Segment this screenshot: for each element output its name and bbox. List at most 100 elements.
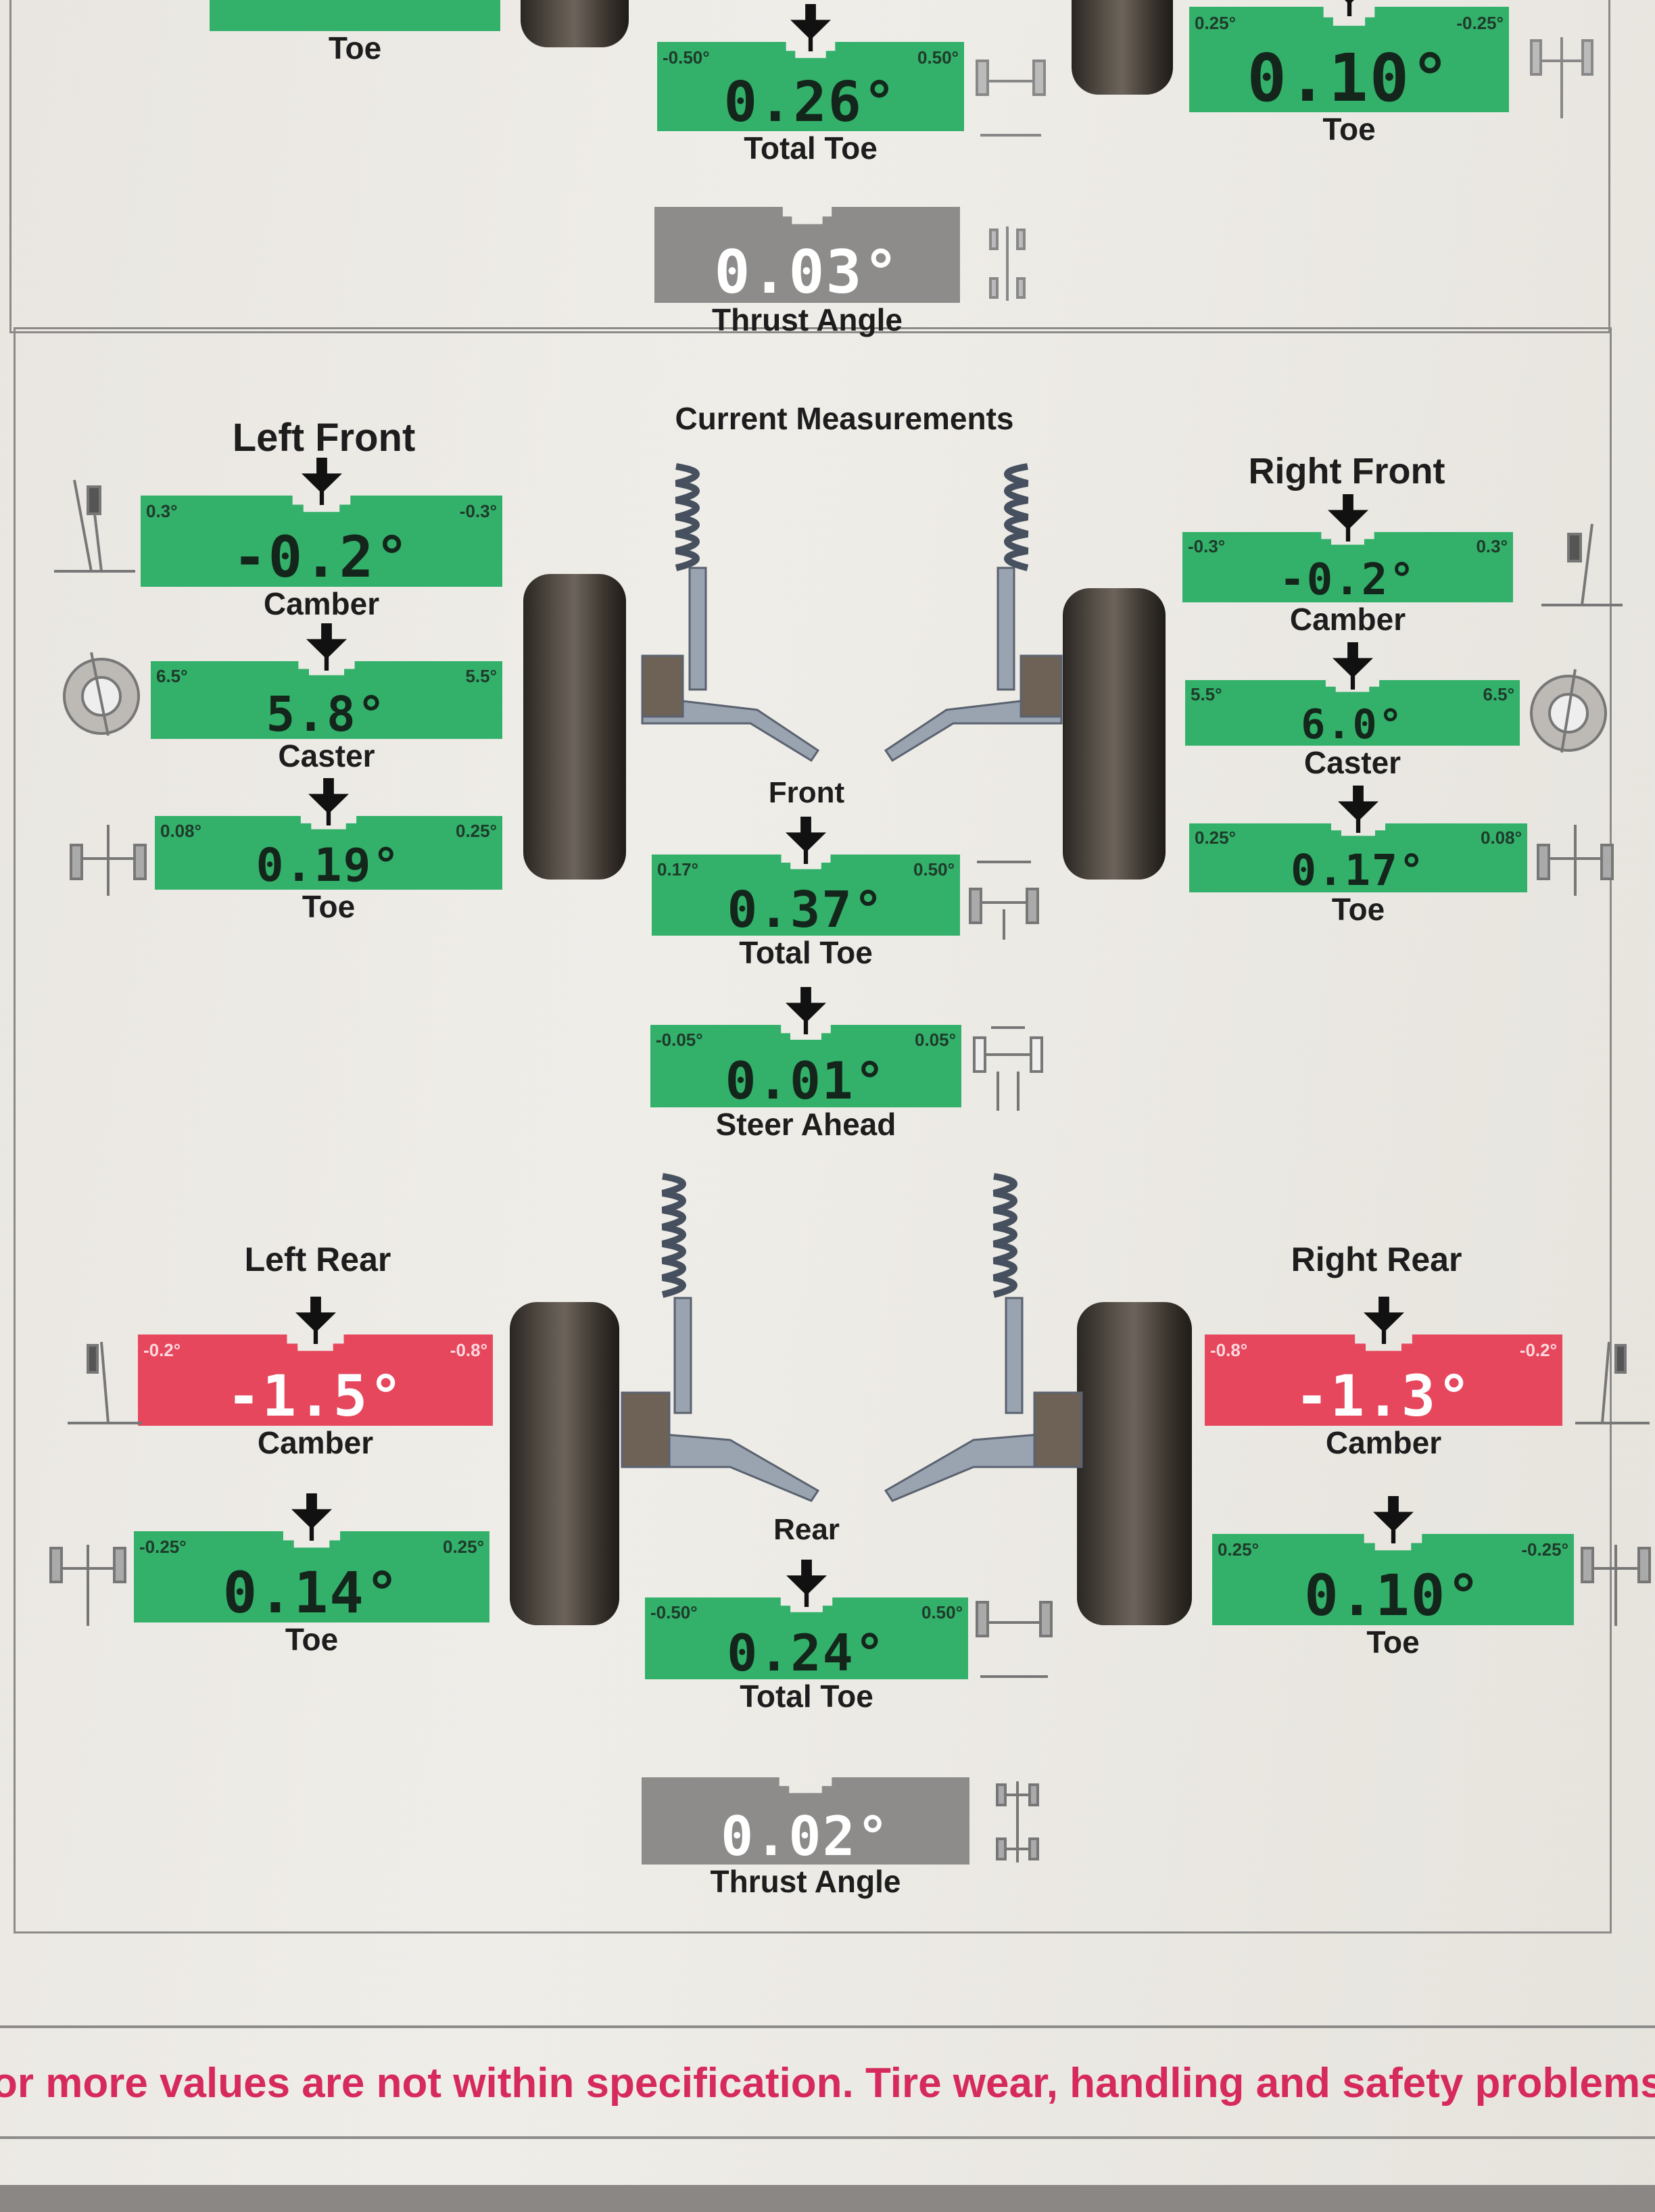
tire-image	[1072, 0, 1173, 95]
gauge-value: 0.26°	[723, 70, 898, 135]
gauge-value: 0.01°	[725, 1050, 887, 1111]
divider	[0, 2025, 1655, 2028]
gauge-label: Toe	[302, 889, 356, 924]
left-rear-tire-image	[510, 1302, 619, 1625]
total-toe-diagram-icon	[969, 861, 1039, 940]
previous-right-toe-gauge: 0.25°-0.25°0.10°Toe	[1189, 0, 1509, 145]
right-rear-heading: Right Rear	[1291, 1241, 1462, 1278]
right-rear-toe-gauge: 0.25°-0.25°0.10°Toe	[1212, 1496, 1574, 1658]
gauge-min-limit: -0.50°	[663, 47, 710, 68]
gauge-min-limit: -0.8°	[1210, 1340, 1248, 1361]
gauge-scale-background	[1205, 1335, 1562, 1426]
total-toe-diagram-icon	[976, 59, 1046, 137]
gauge-value: -1.5°	[226, 1363, 404, 1430]
gauge-min-limit: -0.3°	[1188, 536, 1226, 557]
gauge-scale-background	[645, 1597, 968, 1679]
gauge-min-limit: 0.25°	[1195, 827, 1237, 848]
gauge-min-limit: -0.05°	[656, 1030, 703, 1051]
gauge-value: 0.02°	[721, 1805, 890, 1869]
gauge-max-limit: 0.25°	[442, 1537, 484, 1558]
gauge-label: Caster	[1303, 745, 1401, 780]
gauge-scale-background	[1182, 532, 1513, 602]
left-rear-camber-gauge: -0.2° -0.8° -1.5°Camber	[138, 1297, 493, 1458]
front-heading: Front	[768, 776, 845, 809]
gauge-value: -0.2°	[233, 524, 410, 591]
gauge-value: 0.17°	[1291, 846, 1426, 896]
camber-diagram-icon	[1541, 523, 1623, 606]
gauge-scale-background	[642, 1777, 969, 1865]
gauge-label: Toe	[1366, 1625, 1420, 1660]
gauge-label: Camber	[257, 1425, 374, 1460]
gauge-scale-background	[138, 1335, 493, 1426]
gauge-value: 0.24°	[727, 1622, 886, 1683]
gauge-scale-background	[1212, 1534, 1574, 1625]
gauge-scale-background	[155, 816, 502, 890]
gauge-value: 0.03°	[714, 237, 901, 307]
rear-suspension-illustration	[621, 1173, 1083, 1502]
front-total-toe-gauge: 0.17°0.50°0.37°Total Toe	[652, 817, 960, 968]
previous-thrust-angle-gauge: 0.03°Thrust Angle	[654, 207, 960, 335]
right-front-toe-gauge: 0.25°0.08°0.17°Toe	[1189, 786, 1527, 925]
gauge-max-limit: 0.50°	[921, 1602, 963, 1623]
gauge-max-limit: 0.50°	[917, 47, 959, 68]
caster-diagram-icon	[63, 652, 140, 736]
gauge-max-limit: 5.5°	[465, 665, 497, 686]
right-front-caster-gauge: 5.5°6.5°6.0°Caster	[1185, 642, 1520, 778]
right-rear-camber-gauge: -0.8°-0.2°-1.3°Camber	[1205, 1297, 1562, 1458]
gauge-min-limit: -0.2°	[143, 1340, 181, 1361]
gauge-max-limit: 0.50°	[913, 859, 955, 880]
gauge-max-limit: -0.25°	[1521, 1539, 1568, 1560]
toe-diagram-icon	[70, 825, 147, 896]
gauge-max-limit: -0.25°	[1456, 13, 1504, 34]
gauge-max-limit: 6.5°	[1483, 683, 1514, 704]
gauge-max-limit: 0.05°	[914, 1030, 956, 1051]
gauge-value: -1.3°	[1295, 1363, 1472, 1430]
camber-diagram-icon	[1575, 1341, 1650, 1424]
gauge-scale-background	[1185, 680, 1520, 746]
rear-total-toe-gauge: -0.50°0.50°0.24°Total Toe	[645, 1560, 968, 1712]
previous-measurements-frame	[9, 0, 1610, 333]
gauge-max-limit: -0.8°	[450, 1340, 487, 1361]
total-toe-diagram-icon	[976, 1601, 1053, 1678]
left-front-heading: Left Front	[232, 416, 416, 460]
gauge-label: Camber	[1325, 1425, 1442, 1460]
gauge-max-limit: -0.3°	[459, 501, 497, 522]
tire-image	[521, 0, 629, 47]
gauge-value: 0.14°	[222, 1560, 401, 1627]
gauge-min-limit: -0.50°	[650, 1602, 698, 1623]
gauge-label: Toe	[1322, 112, 1376, 147]
camber-diagram-icon	[68, 1341, 142, 1424]
toe-diagram-icon	[49, 1545, 126, 1626]
gauge-scale-background	[1189, 823, 1527, 892]
current-measurements-frame	[14, 327, 1612, 1933]
front-suspension-illustration	[641, 463, 1063, 763]
caster-diagram-icon	[1530, 669, 1607, 753]
left-front-caster-gauge: 6.5°5.5°5.8°Caster	[151, 623, 502, 771]
gauge-min-limit: 6.5°	[156, 665, 188, 686]
gauge-label: Camber	[1289, 602, 1406, 637]
gauge-label: Steer Ahead	[715, 1107, 896, 1142]
gauge-label: Camber	[263, 586, 380, 621]
gauge-value: 0.19°	[256, 839, 402, 893]
gauge-value: 0.37°	[727, 880, 885, 939]
gauge-label: Toe	[1331, 892, 1385, 927]
previous-total-toe-gauge: -0.50°0.50°0.26°Total Toe	[657, 4, 964, 164]
right-front-camber-gauge: -0.3° 0.3° -0.2°Camber	[1182, 494, 1513, 635]
previous-left-toe-gauge: Toe	[210, 0, 500, 64]
gauge-min-limit: 0.25°	[1218, 1539, 1260, 1560]
background-surface	[0, 2185, 1655, 2212]
left-rear-toe-gauge: -0.25°0.25°0.14°Toe	[134, 1493, 489, 1655]
divider	[0, 2136, 1655, 2139]
left-front-camber-gauge: 0.3°-0.3°-0.2°Camber	[141, 458, 502, 619]
right-front-tire-image	[1063, 588, 1166, 880]
gauge-scale-background	[654, 207, 960, 303]
toe-diagram-icon	[1537, 825, 1614, 896]
thrust-angle-diagram-icon	[989, 226, 1026, 301]
gauge-value: -0.2°	[1279, 555, 1416, 606]
gauge-max-limit: 0.3°	[1476, 536, 1508, 557]
thrust-angle-diagram-icon	[996, 1781, 1039, 1862]
gauge-scale-background	[650, 1025, 961, 1107]
gauge-scale-background	[134, 1531, 489, 1622]
gauge-label: Toe	[328, 30, 382, 66]
rear-thrust-angle-gauge: 0.02°Thrust Angle	[642, 1777, 969, 1897]
